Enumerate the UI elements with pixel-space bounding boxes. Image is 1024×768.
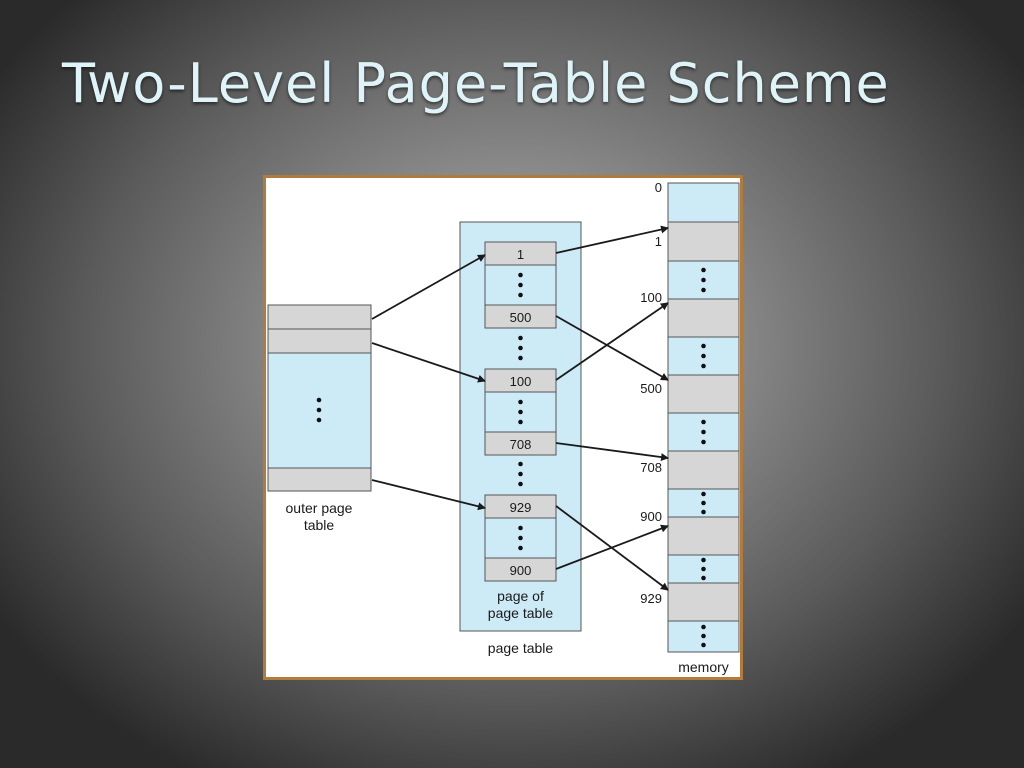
arrow-outer1-to-page1 [371,254,486,320]
slide-title: Two-Level Page-Table Scheme [62,52,890,115]
page-table-label: page table [488,640,554,656]
page-table-diagram: outer page table 1 500 100 708 [267,180,740,675]
page-of-page-table-label-line1: page of [497,588,544,604]
memory-block-0 [667,182,740,223]
inner-page-2: 100 708 [484,368,557,456]
arrow-entry100-to-mem100 [555,302,669,381]
arrow-entry500-to-mem500 [555,315,669,381]
outer-page-table-label-line1: outer page [286,500,353,516]
page-entry-900 [484,557,557,582]
page-entry-1-label: 1 [517,247,524,262]
ellipsis-icon [701,267,706,293]
outer-entry-1 [267,304,372,330]
memory-address-929: 929 [640,591,662,606]
memory-block-900 [667,516,740,556]
ellipsis-icon [518,335,523,361]
memory-address-900: 900 [640,509,662,524]
page-entry-500-label: 500 [510,310,532,325]
memory-address-708: 708 [640,460,662,475]
outer-page-table [267,304,372,492]
arrow-entry900-to-mem900 [555,524,669,570]
ellipsis-icon [518,461,523,487]
arrow-entry708-to-mem708 [555,442,669,462]
outer-entry-last [267,467,372,492]
arrow-entry1-to-mem1 [555,225,669,254]
outer-page-table-label-line2: table [304,517,335,533]
memory-block-1 [667,221,740,262]
page-of-page-table-label-line2: page table [488,605,554,621]
memory-address-500: 500 [640,381,662,396]
arrow-outer2-to-page2 [371,342,486,383]
ellipsis-icon [701,557,706,581]
outer-entry-2 [267,328,372,354]
ellipsis-icon [518,399,523,425]
page-entry-100-label: 100 [510,374,532,389]
memory-block-500 [667,374,740,414]
ellipsis-icon [518,272,523,298]
arrow-outerlast-to-page3 [371,479,486,511]
memory-column [667,182,740,653]
ellipsis-icon [701,624,706,648]
inner-page-3: 929 900 [484,494,557,582]
memory-block-929 [667,582,740,622]
memory-address-1: 1 [655,234,662,249]
ellipsis-icon [316,397,322,423]
page-entry-1 [484,241,557,266]
page-entry-929-label: 929 [510,500,532,515]
memory-block-100 [667,298,740,338]
ellipsis-icon [701,343,706,369]
inner-page-1: 1 500 [484,241,557,329]
page-entry-900-label: 900 [510,563,532,578]
memory-block-708 [667,450,740,490]
page-entry-708-label: 708 [510,437,532,452]
memory-label: memory [678,659,729,675]
figure-frame: outer page table 1 500 100 708 [263,175,743,680]
ellipsis-icon [701,419,706,445]
memory-address-100: 100 [640,290,662,305]
ellipsis-icon [518,525,523,551]
memory-address-0: 0 [655,180,662,195]
ellipsis-icon [701,491,706,515]
arrows [371,225,669,591]
